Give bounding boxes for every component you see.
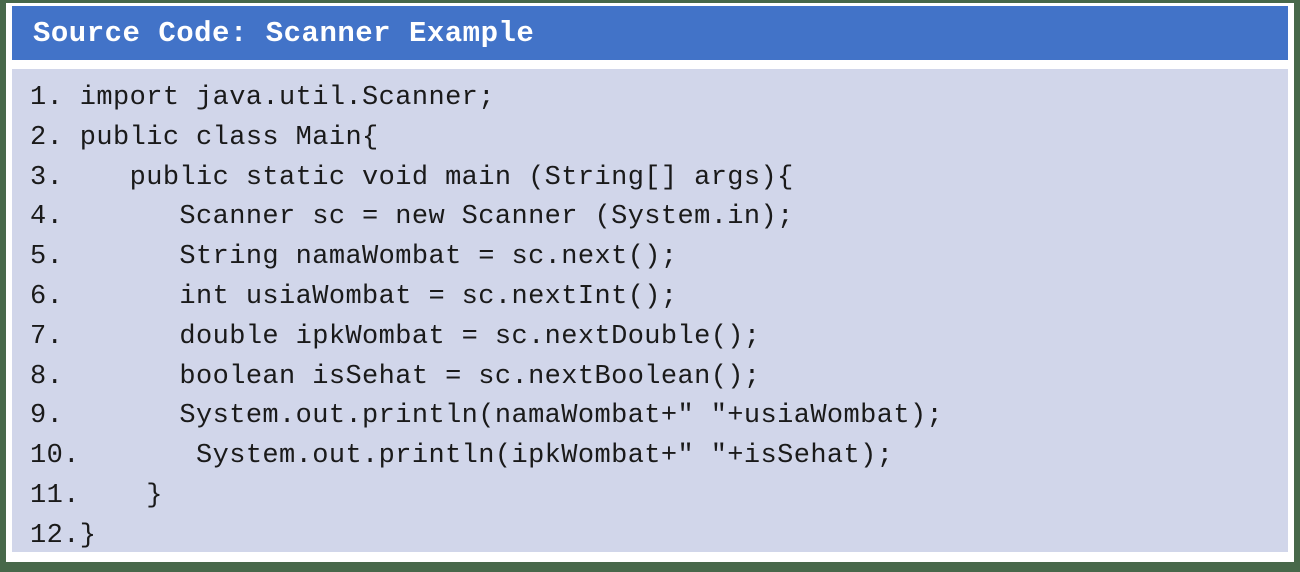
code-line: 12.}: [30, 520, 97, 551]
code-line: 7. double ipkWombat = sc.nextDouble();: [30, 321, 761, 352]
code-listing: 1. import java.util.Scanner; 2. public c…: [12, 69, 1288, 552]
code-line: 2. public class Main{: [30, 122, 379, 153]
code-line: 4. Scanner sc = new Scanner (System.in);: [30, 202, 794, 233]
code-line: 10. System.out.println(ipkWombat+" "+isS…: [30, 441, 894, 472]
code-line: 1. import java.util.Scanner;: [30, 83, 495, 113]
code-line: 6. int usiaWombat = sc.nextInt();: [30, 281, 678, 312]
code-line: 3. public static void main (String[] arg…: [30, 162, 794, 193]
code-card: Source Code: Scanner Example 1. import j…: [12, 6, 1288, 552]
code-line: 9. System.out.println(namaWombat+" "+usi…: [30, 401, 944, 432]
code-line: 5. String namaWombat = sc.next();: [30, 242, 678, 273]
code-line: 8. boolean isSehat = sc.nextBoolean();: [30, 361, 761, 392]
header-divider-gap: [12, 60, 1288, 69]
code-panel-title: Source Code: Scanner Example: [12, 6, 1288, 60]
code-line: 11. }: [30, 480, 163, 511]
